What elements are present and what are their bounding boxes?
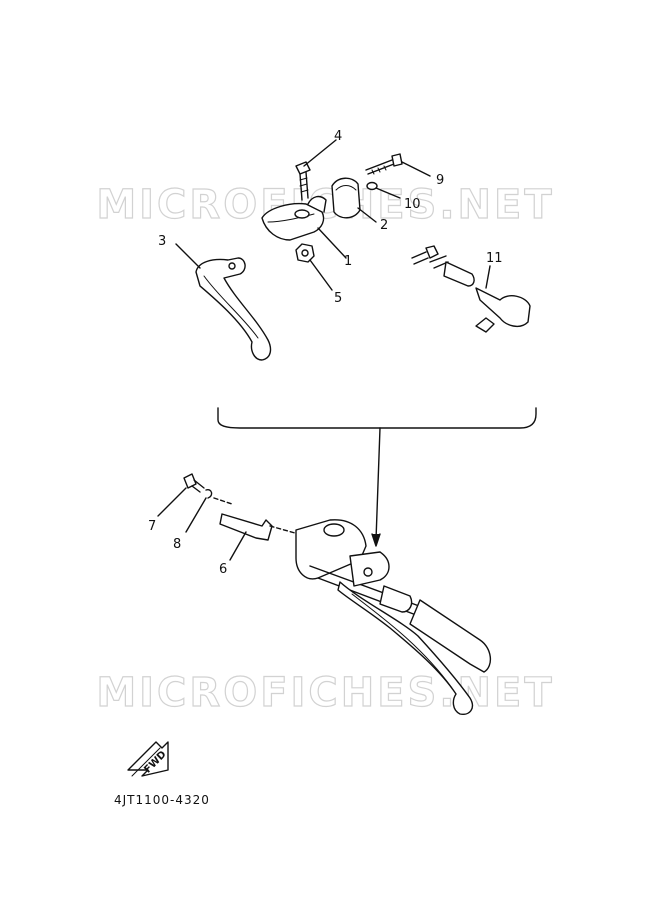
callout-11: 11 [486,251,503,266]
callout-8: 8 [173,537,181,552]
switch-part-11 [411,245,531,333]
fwd-direction-badge [127,741,169,777]
callout-1: 1 [344,254,352,269]
callout-5: 5 [334,291,342,306]
lever-part-3 [175,243,272,361]
assembly-arrowhead [371,533,381,547]
callout-4: 4 [334,129,342,144]
callout-7: 7 [148,519,156,534]
screw-part-7 [157,473,205,517]
clamp-holder-part-1 [261,195,347,259]
watermark-bottom: MICROFICHES.NET [96,669,555,716]
clip-part-8 [185,488,213,533]
bolt-part-4 [295,139,337,201]
assembly-bracket [217,407,537,429]
screw-part-9 [365,153,431,177]
assembled-brake-lever [295,519,491,715]
nut-part-5 [295,243,333,291]
callout-10: 10 [404,197,421,212]
callout-3: 3 [158,234,166,249]
callout-2: 2 [380,218,388,233]
callout-6: 6 [219,562,227,577]
callout-9: 9 [436,173,444,188]
clamp-part-2 [331,177,377,223]
document-code: 4JT1100-4320 [114,793,210,807]
assembly-arrow-line [375,427,381,541]
washer-part-10 [366,181,401,199]
